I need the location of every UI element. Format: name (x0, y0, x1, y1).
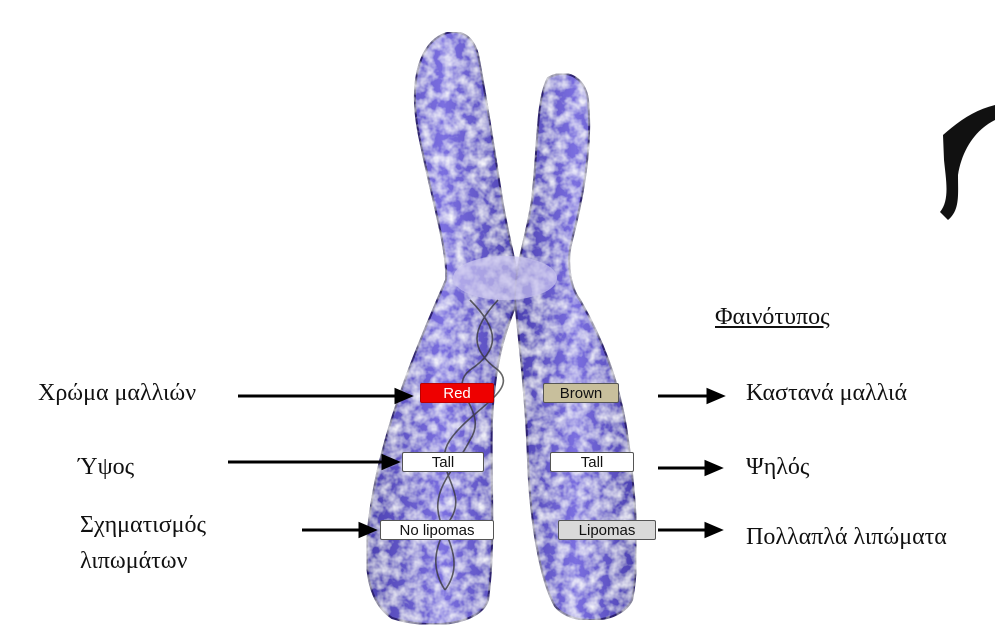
phenotype-arrows-right (658, 390, 722, 536)
centromere (453, 256, 557, 300)
phenotype-label-height: Ψηλός (746, 452, 809, 482)
allele-right-height: Tall (550, 452, 634, 472)
phenotype-heading: Φαινότυπος (715, 302, 830, 332)
allele-right-lipoma: Lipomas (558, 520, 656, 540)
allele-right-hair: Brown (543, 383, 619, 403)
allele-left-hair: Red (420, 383, 494, 403)
allele-left-lipoma: No lipomas (380, 520, 494, 540)
trait-label-lipoma-line2: λιπωμάτων (80, 546, 187, 576)
trait-label-height: Ύψος (78, 452, 134, 482)
phenotype-label-hair: Καστανά μαλλιά (746, 378, 907, 408)
allele-left-height: Tall (402, 452, 484, 472)
phenotype-label-lipoma: Πολλαπλά λιπώματα (746, 522, 947, 552)
trait-label-hair-color: Χρώμα μαλλιών (38, 378, 196, 408)
trait-label-lipoma-line1: Σχηματισμός (80, 510, 206, 540)
edge-mark (940, 105, 995, 220)
